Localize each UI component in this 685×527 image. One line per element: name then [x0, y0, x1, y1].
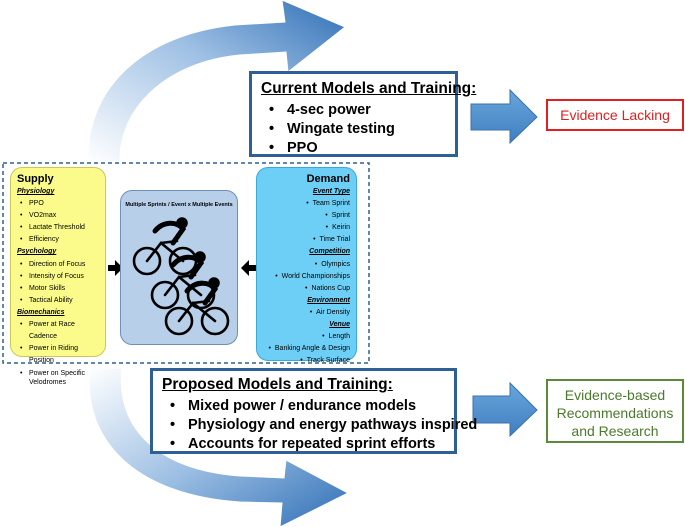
list-item: Intensity of Focus [17, 271, 102, 283]
supply-panel: Supply Physiology PPO VO2max Lactate Thr… [10, 167, 106, 386]
proposed-models-title: Proposed Models and Training: [162, 376, 393, 393]
supply-heading-psychology: Psychology [17, 248, 57, 256]
list-item: •Length [322, 333, 350, 341]
cyclists-silhouette-icon [132, 217, 230, 336]
demand-heading-event-type: Event Type [312, 188, 350, 195]
list-item: VO2max [17, 210, 102, 222]
left-black-arrow [108, 260, 123, 276]
right-black-arrow [241, 260, 256, 276]
supply-title: Supply [17, 173, 54, 185]
demand-panel: Demand Event Type •Team Sprint •Sprint •… [256, 167, 357, 364]
list-item: •Keirin [325, 224, 350, 232]
list-item: Motor Skills [17, 283, 102, 295]
current-models-title: Current Models and Training: [261, 80, 477, 97]
list-item: Efficiency [17, 234, 102, 246]
center-panel: Multiple Sprints / Event x Multiple Even… [120, 190, 238, 345]
current-models-box: Current Models and Training: 4-sec power… [249, 71, 477, 158]
list-item: Power on Specific Velodromes [17, 369, 102, 387]
list-item: •Banking Angle & Design [268, 345, 350, 353]
list-item: Direction of Focus [17, 259, 102, 271]
top-curved-arrow [87, 0, 346, 163]
list-item: PPO [17, 198, 102, 210]
demand-heading-competition: Competition [309, 248, 350, 256]
list-item: Accounts for repeated sprint efforts [170, 435, 454, 454]
list-item: •Olympics [314, 260, 350, 268]
evidence-based-line: and Research [571, 423, 659, 439]
list-item: •Time Trial [313, 236, 350, 244]
demand-title: Demand [306, 173, 350, 185]
list-item: Wingate testing [269, 120, 455, 139]
list-item: 4-sec power [269, 101, 455, 120]
list-item: Power at Race Cadence [17, 319, 102, 343]
supply-heading-biomechanics: Biomechanics [17, 308, 65, 316]
proposed-models-list: Mixed power / endurance models Physiolog… [162, 397, 477, 454]
list-item: •Sprint [325, 212, 350, 220]
list-item: •Nations Cup [305, 284, 350, 292]
list-item: Power in Riding Position [17, 343, 102, 367]
evidence-lacking-box: Evidence Lacking [546, 99, 684, 131]
right-arrow-based [472, 381, 538, 438]
right-arrow-lacking [470, 88, 538, 145]
demand-heading-environment: Environment [307, 296, 350, 304]
list-item: Lactate Threshold [17, 222, 102, 234]
supply-heading-physiology: Physiology [17, 188, 55, 195]
list-item: PPO [269, 139, 455, 158]
evidence-based-box: Evidence-based Recommendations and Resea… [546, 379, 684, 443]
list-item: •World Championships [275, 272, 350, 280]
evidence-lacking-label: Evidence Lacking [560, 107, 670, 123]
evidence-based-line: Recommendations [556, 405, 674, 421]
list-item: •Team Sprint [306, 200, 350, 208]
list-item: Mixed power / endurance models [170, 397, 454, 416]
list-item: •Track Surface [300, 357, 350, 365]
demand-heading-venue: Venue [329, 321, 350, 329]
bottom-curved-arrow [88, 367, 350, 527]
proposed-models-box: Proposed Models and Training: Mixed powe… [150, 368, 477, 454]
dashed-frame [2, 162, 370, 364]
list-item: Tactical Ability [17, 295, 102, 307]
current-models-list: 4-sec power Wingate testing PPO [261, 101, 455, 158]
center-caption: Multiple Sprints / Event x Multiple Even… [125, 202, 233, 208]
evidence-based-line: Evidence-based [564, 387, 666, 403]
list-item: •Air Density [309, 308, 350, 316]
list-item: Physiology and energy pathways inspired [170, 416, 477, 435]
